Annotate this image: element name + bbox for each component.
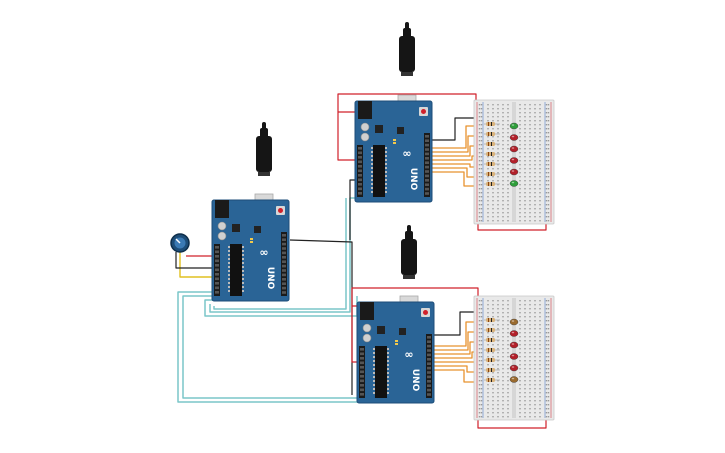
arduino-uno-board[interactable]: ∞ UNO [211, 122, 290, 302]
resistor[interactable] [484, 368, 500, 372]
breadboard[interactable] [473, 99, 555, 225]
board-model-label: UNO [410, 369, 420, 392]
resistor[interactable] [484, 338, 500, 342]
arduino-logo-icon: ∞ [402, 147, 411, 160]
ground-wire[interactable] [289, 239, 353, 395]
resistor[interactable] [484, 378, 500, 382]
ground-wire[interactable] [432, 311, 486, 336]
capacitor [217, 231, 227, 241]
ground-wire[interactable] [430, 117, 486, 141]
resistor[interactable] [484, 132, 500, 136]
serial-wire[interactable] [213, 198, 347, 310]
usb-chip [397, 127, 404, 134]
capacitor [360, 132, 370, 142]
led[interactable] [509, 180, 519, 187]
resistor[interactable] [484, 348, 500, 352]
resistor[interactable] [484, 358, 500, 362]
regulator-chip [232, 224, 240, 232]
digital-header[interactable] [281, 232, 287, 296]
regulator-chip [377, 326, 385, 334]
capacitor [217, 221, 227, 231]
arduino-uno-board[interactable]: ∞ UNO [354, 22, 433, 203]
atmega-chip [371, 145, 387, 197]
led[interactable] [509, 145, 519, 153]
power-wire[interactable] [477, 420, 547, 429]
power-jack [215, 200, 229, 218]
resistor[interactable] [484, 152, 500, 156]
led[interactable] [509, 330, 519, 337]
led[interactable] [509, 168, 519, 176]
power-analog-header[interactable] [214, 244, 220, 296]
led[interactable] [509, 353, 519, 360]
power-wire[interactable] [477, 222, 547, 231]
serial-wire[interactable] [182, 295, 366, 399]
resistor[interactable] [484, 172, 500, 176]
power-analog-header[interactable] [359, 346, 365, 398]
power-analog-header[interactable] [357, 145, 363, 197]
arduino-logo-icon: ∞ [404, 348, 413, 361]
capacitor [360, 122, 370, 132]
led[interactable] [509, 341, 519, 349]
pot-signal-wire[interactable] [179, 252, 214, 278]
breadboard[interactable] [473, 295, 555, 421]
resistor[interactable] [484, 182, 500, 186]
led[interactable] [509, 157, 519, 164]
atmega-chip [373, 346, 389, 398]
arduino-uno-board[interactable]: ∞ UNO [356, 225, 435, 404]
arduino-logo-icon: ∞ [259, 246, 268, 259]
serial-wire[interactable] [177, 291, 368, 403]
led[interactable] [509, 376, 519, 383]
power-jack [360, 302, 374, 320]
usb-chip [399, 328, 406, 335]
resistor[interactable] [484, 318, 500, 322]
led[interactable] [509, 318, 519, 326]
resistor[interactable] [484, 162, 500, 166]
regulator-chip [375, 125, 383, 133]
potentiometer[interactable] [170, 233, 190, 253]
board-model-label: UNO [265, 267, 275, 290]
board-model-label: UNO [408, 168, 418, 191]
led[interactable] [509, 364, 519, 372]
power-wire[interactable] [351, 287, 479, 306]
serial-wire[interactable] [209, 197, 357, 313]
capacitor [362, 323, 372, 333]
led[interactable] [509, 134, 519, 141]
pot-ground-wire[interactable] [175, 252, 214, 269]
digital-header[interactable] [426, 334, 432, 398]
power-wire[interactable] [337, 93, 477, 112]
resistor[interactable] [484, 122, 500, 126]
led[interactable] [509, 122, 519, 130]
resistor[interactable] [484, 328, 500, 332]
breadboard-holes[interactable] [478, 104, 550, 222]
power-jack [358, 101, 372, 119]
usb-chip [254, 226, 261, 233]
resistor[interactable] [484, 142, 500, 146]
power-wire[interactable] [337, 111, 360, 161]
atmega-chip [228, 244, 244, 296]
capacitor [362, 333, 372, 343]
digital-header[interactable] [424, 133, 430, 197]
